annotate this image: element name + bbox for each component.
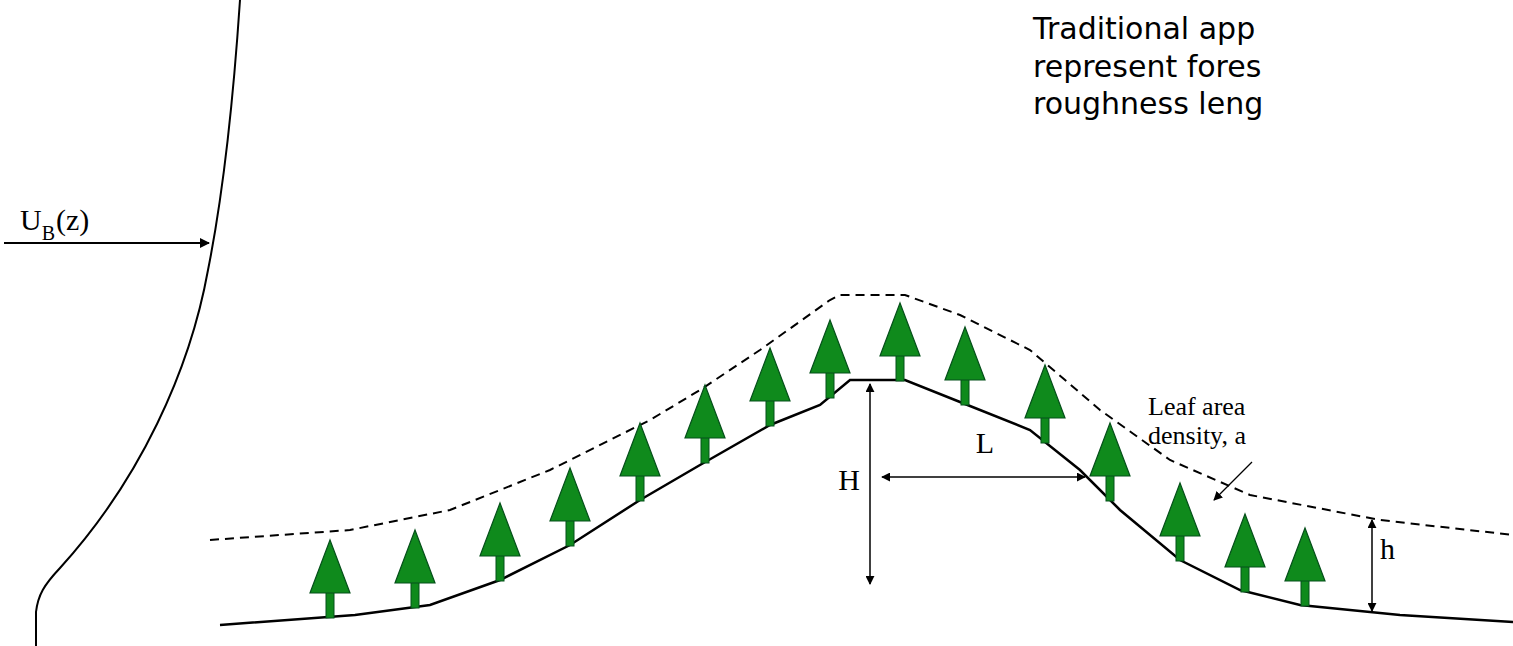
velocity-argument: (z)	[56, 203, 89, 236]
leader-line	[1214, 462, 1252, 500]
tree	[945, 327, 985, 405]
tree	[880, 303, 920, 381]
dimension-label: h	[1380, 532, 1395, 565]
trees	[310, 303, 1325, 618]
terrain-line	[220, 380, 1513, 625]
velocity-subscript: B	[42, 222, 55, 244]
tree	[550, 468, 590, 546]
tree	[310, 540, 350, 618]
wind-arrow	[4, 242, 209, 244]
velocity-symbol: U	[20, 203, 42, 236]
annotation-label: Leaf area density, a	[1148, 393, 1283, 450]
height-dimension-arrow	[869, 384, 871, 584]
tree	[1090, 423, 1130, 501]
canopy-height-arrow	[1371, 520, 1373, 611]
length-dimension-arrow	[882, 476, 1085, 478]
dimension-label: L	[976, 426, 994, 459]
tree	[810, 320, 850, 398]
tree	[1285, 528, 1325, 606]
tree	[480, 503, 520, 581]
tree	[1025, 365, 1065, 443]
tree	[750, 348, 790, 426]
tree	[685, 385, 725, 463]
slide-text: Traditional app represent fores roughnes…	[1033, 10, 1308, 123]
tree	[1160, 483, 1200, 561]
tree	[395, 530, 435, 608]
tree	[1225, 514, 1265, 592]
tree	[620, 423, 660, 501]
dimension-label: H	[838, 463, 860, 496]
wind-profile-curve	[36, 0, 240, 646]
canopy-top-line	[210, 295, 1513, 540]
